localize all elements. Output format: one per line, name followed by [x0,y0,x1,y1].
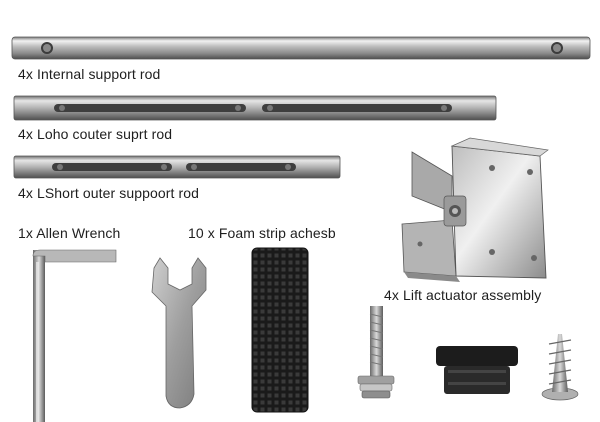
internal-rod-label: 4x Internal support rod [18,66,161,82]
foam-strip-label: 10 x Foam strip achesb [188,225,336,241]
short-outer-rod-label: 4x LShort outer suppoort rod [18,185,200,201]
long-outer-rod-label: 4x Loho couter suprt rod [18,126,173,142]
internal-support-rod-image [11,36,591,60]
bolt-image [357,306,395,399]
lift-actuator-label: 4x Lift actuator assembly [384,287,542,303]
screw-image [541,334,579,401]
end-cap-image [436,346,518,394]
spanner-wrench-image [151,257,207,409]
allen-wrench-label: 1x Allen Wrench [18,225,121,241]
foam-strip-image [251,247,309,413]
short-outer-rod-image [13,155,341,179]
long-outer-rod-image [13,95,497,121]
lift-actuator-bracket-image [401,137,549,282]
allen-wrench-image [32,249,117,422]
